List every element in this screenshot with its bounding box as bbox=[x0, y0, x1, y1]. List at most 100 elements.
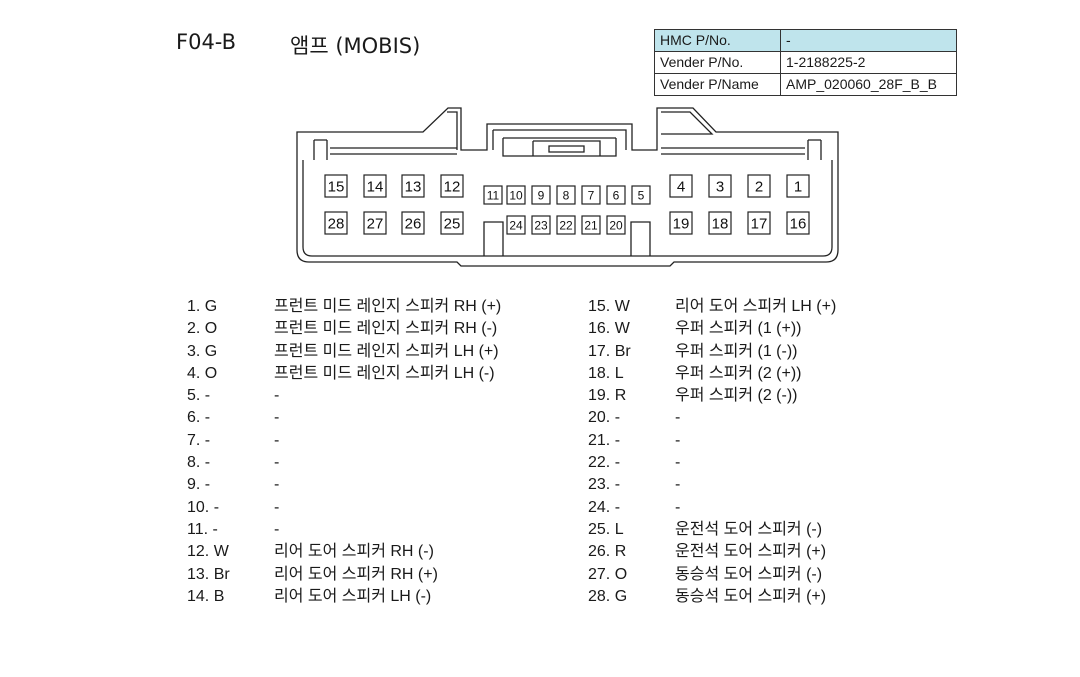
pin-cavity bbox=[506, 215, 526, 235]
pin-row: 10. - - bbox=[187, 497, 577, 519]
pin-cavity bbox=[531, 185, 551, 205]
pin-row: 15. W 리어 도어 스피커 LH (+) bbox=[588, 296, 888, 318]
pin-row: 28. G 동승석 도어 스피커 (+) bbox=[588, 586, 888, 608]
pin-cavity-label: 10 bbox=[509, 188, 523, 202]
pin-description: 우퍼 스피커 (1 (-)) bbox=[675, 342, 798, 360]
pin-cavity bbox=[669, 211, 693, 235]
pin-description: 운전석 도어 스피커 (-) bbox=[675, 520, 823, 538]
pin-cavity bbox=[401, 174, 425, 198]
pin-description: 운전석 도어 스피커 (+) bbox=[675, 543, 827, 561]
pin-number: 10. - bbox=[187, 498, 220, 516]
pin-cavity bbox=[556, 185, 576, 205]
pin-description: - bbox=[675, 409, 681, 427]
pin-number: 27. O bbox=[588, 565, 628, 583]
pin-row: 19. R 우퍼 스피커 (2 (-)) bbox=[588, 385, 888, 407]
pin-description: 프런트 미드 레인지 스피커 LH (-) bbox=[274, 364, 495, 382]
pin-cavity bbox=[556, 215, 576, 235]
info-value: - bbox=[780, 29, 957, 52]
pin-number: 3. G bbox=[187, 342, 218, 360]
pin-row: 20. - - bbox=[588, 407, 888, 429]
pin-description: - bbox=[675, 498, 681, 516]
pin-row: 22. -- bbox=[588, 452, 888, 474]
pin-cavity-label: 20 bbox=[609, 218, 623, 232]
pin-description: 우퍼 스피커 (1 (+)) bbox=[675, 320, 802, 338]
pin-number: 16. W bbox=[588, 320, 630, 338]
pin-cavity-label: 26 bbox=[405, 215, 422, 232]
pin-number: 13. Br bbox=[187, 565, 230, 583]
pin-description: - bbox=[675, 431, 681, 449]
pin-row: 6. -- bbox=[187, 407, 577, 429]
pin-number: 8. - bbox=[187, 454, 211, 472]
pin-cavity-label: 19 bbox=[673, 215, 690, 232]
pin-cavity bbox=[631, 185, 651, 205]
pin-number: 15. W bbox=[588, 298, 630, 315]
pin-cavity bbox=[786, 211, 810, 235]
pin-description: 프런트 미드 레인지 스피커 RH (-) bbox=[274, 320, 498, 338]
pin-row: 13. Br 리어 도어 스피커 RH (+) bbox=[187, 564, 577, 586]
pin-cavity-label: 3 bbox=[716, 178, 724, 195]
pin-cavity bbox=[747, 174, 771, 198]
connector-housing bbox=[296, 107, 839, 267]
pin-number: 23. - bbox=[588, 476, 621, 494]
pin-description: 동승석 도어 스피커 (+) bbox=[675, 587, 827, 605]
pin-number: 28. G bbox=[588, 587, 628, 605]
pin-row: 16. W 우퍼 스피커 (1 (+)) bbox=[588, 318, 888, 340]
pin-description: - bbox=[274, 498, 280, 516]
info-row-vender-pname: Vender P/Name AMP_020060_28F_B_B bbox=[654, 73, 957, 96]
pin-cavity-label: 16 bbox=[790, 215, 807, 232]
pin-cavity bbox=[440, 174, 464, 198]
pin-number: 20. - bbox=[588, 409, 621, 427]
pin-cavity-label: 25 bbox=[444, 215, 461, 232]
pin-description: - bbox=[675, 454, 681, 472]
pin-number: 18. L bbox=[588, 364, 624, 382]
pin-cavity bbox=[483, 185, 503, 205]
pin-number: 4. O bbox=[187, 364, 218, 382]
pin-cavity bbox=[324, 174, 348, 198]
pin-description: - bbox=[274, 476, 280, 494]
pin-number: 24. - bbox=[588, 498, 621, 516]
pin-row: 4. O 프런트 미드 레인지 스피커 LH (-) bbox=[187, 363, 577, 385]
connector-name: 앰프 (MOBIS) bbox=[290, 34, 421, 58]
pin-cavity bbox=[606, 185, 626, 205]
pin-number: 17. Br bbox=[588, 342, 631, 360]
pin-description: - bbox=[274, 387, 280, 405]
pin-number: 19. R bbox=[588, 387, 627, 405]
pin-cavity bbox=[786, 174, 810, 198]
pin-cavity-label: 12 bbox=[444, 178, 461, 195]
pin-cavity-label: 13 bbox=[405, 178, 422, 195]
pin-row: 24. - - bbox=[588, 497, 888, 519]
pin-cavity bbox=[506, 185, 526, 205]
pin-cavity-label: 24 bbox=[509, 218, 523, 232]
pin-description: - bbox=[274, 431, 280, 449]
pin-row: 21. -- bbox=[588, 430, 888, 452]
pin-number: 9. - bbox=[187, 476, 211, 494]
pin-number: 11. - bbox=[187, 520, 218, 538]
pin-description: - bbox=[274, 409, 280, 427]
pin-cavity bbox=[581, 215, 601, 235]
pin-cavity bbox=[531, 215, 551, 235]
pin-cavity bbox=[708, 174, 732, 198]
pin-description: 우퍼 스피커 (2 (-)) bbox=[675, 387, 798, 405]
pin-description: 리어 도어 스피커 LH (+) bbox=[675, 298, 837, 315]
pin-cavity bbox=[401, 211, 425, 235]
pin-cavity-label: 1 bbox=[794, 178, 802, 195]
pin-cavity-label: 21 bbox=[584, 218, 598, 232]
pin-description: 리어 도어 스피커 RH (-) bbox=[274, 543, 434, 561]
pin-cavity bbox=[747, 211, 771, 235]
pin-cavity bbox=[363, 211, 387, 235]
pin-row: 11. -- bbox=[187, 519, 577, 541]
pin-cavity bbox=[669, 174, 693, 198]
pin-number: 14. B bbox=[187, 587, 225, 605]
pin-cavity-label: 11 bbox=[487, 188, 500, 202]
pin-description: 리어 도어 스피커 RH (+) bbox=[274, 565, 438, 583]
pin-description: - bbox=[274, 454, 280, 472]
pin-cavity bbox=[363, 174, 387, 198]
info-row-hmc: HMC P/No. - bbox=[654, 29, 957, 52]
